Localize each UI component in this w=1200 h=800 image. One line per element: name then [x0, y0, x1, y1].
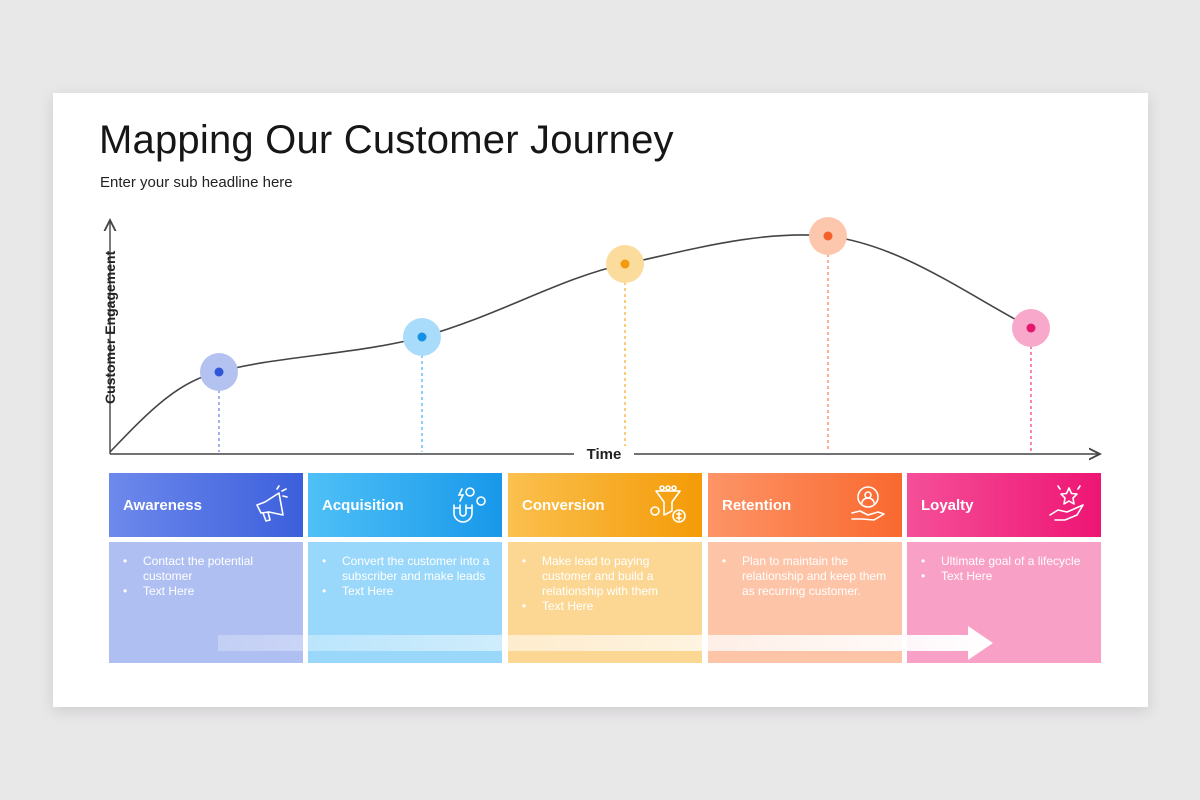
- magnet-icon: [453, 487, 486, 523]
- stage-title: Acquisition: [322, 497, 404, 514]
- stage-point: Text Here: [123, 584, 293, 599]
- stage-point: Convert the customer into a subscriber a…: [322, 554, 492, 584]
- stage-body-acquisition: Convert the customer into a subscriber a…: [308, 542, 502, 663]
- stage-header-retention: Retention: [708, 473, 902, 537]
- stage-marker-acquisition: [403, 318, 441, 356]
- stage-point: Text Here: [322, 584, 492, 599]
- stage-point: Plan to maintain the relationship and ke…: [722, 554, 892, 599]
- stage-points: Plan to maintain the relationship and ke…: [722, 554, 892, 599]
- stage-point: Text Here: [921, 569, 1091, 584]
- funnel-icon: [650, 485, 686, 523]
- stage-marker-loyalty: [1012, 309, 1050, 347]
- stage-points: Convert the customer into a subscriber a…: [322, 554, 492, 599]
- stage-header-acquisition: Acquisition: [308, 473, 502, 537]
- stage-header-conversion: Conversion: [508, 473, 702, 537]
- stage-title: Retention: [722, 497, 792, 514]
- stage-point: Ultimate goal of a lifecycle: [921, 554, 1091, 569]
- stage-point: Make lead to paying customer and build a…: [522, 554, 692, 599]
- stage-header-awareness: Awareness: [109, 473, 303, 537]
- stage-title: Loyalty: [921, 497, 974, 514]
- stage-point: Contact the potential customer: [123, 554, 293, 584]
- stage-points: Contact the potential customer Text Here: [123, 554, 293, 599]
- page-subtitle: Enter your sub headline here: [100, 174, 293, 191]
- stage-header-loyalty: Loyalty: [907, 473, 1101, 537]
- stage-marker-conversion: [606, 245, 644, 283]
- stage-body-conversion: Make lead to paying customer and build a…: [508, 542, 702, 663]
- stage-marker-retention: [809, 217, 847, 255]
- stage-title: Conversion: [522, 497, 605, 514]
- stage-points: Make lead to paying customer and build a…: [522, 554, 692, 614]
- stage-body-awareness: Contact the potential customer Text Here: [109, 542, 303, 663]
- stage-title: Awareness: [123, 497, 202, 514]
- megaphone-icon: [256, 485, 288, 522]
- customer-care-icon: [851, 486, 885, 521]
- page-title: Mapping Our Customer Journey: [99, 118, 674, 162]
- engagement-curve: [109, 234, 1032, 453]
- y-axis-label: Customer Engagement: [102, 250, 118, 404]
- stage-points: Ultimate goal of a lifecycle Text Here: [921, 554, 1091, 584]
- x-axis-label: Time: [574, 446, 634, 463]
- stage-marker-awareness: [200, 353, 238, 391]
- stage-point: Text Here: [522, 599, 692, 614]
- stage-body-retention: Plan to maintain the relationship and ke…: [708, 542, 902, 663]
- stage-body-loyalty: Ultimate goal of a lifecycle Text Here: [907, 542, 1101, 663]
- hand-star-icon: [1049, 485, 1084, 521]
